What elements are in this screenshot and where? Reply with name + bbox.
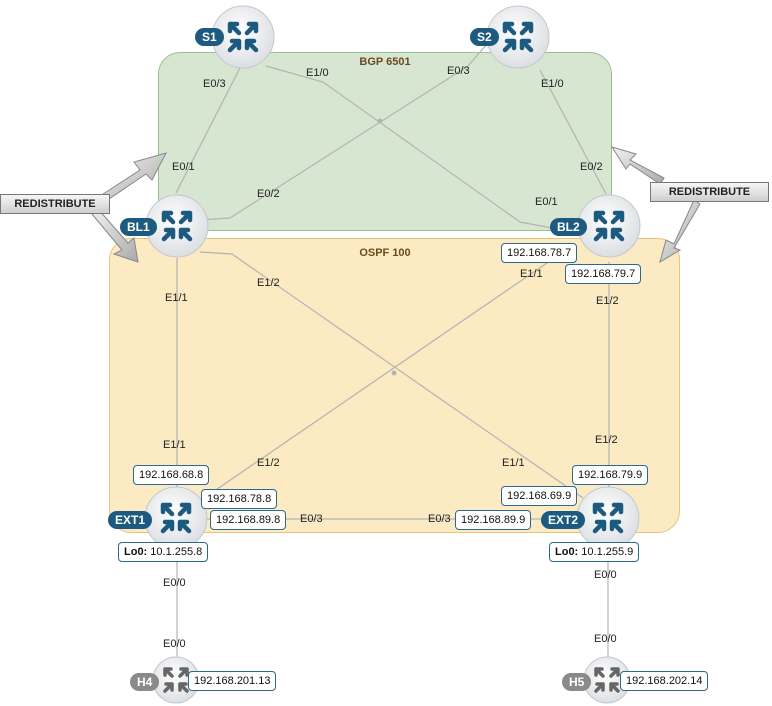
port-ext2-e00: E0/0: [594, 569, 617, 581]
bl2-router-icon[interactable]: [577, 194, 641, 258]
port-ext1-e00: E0/0: [163, 577, 186, 589]
ip-label-bl2-79-7: 192.168.79.7: [565, 264, 642, 284]
port-h4-e00: E0/0: [163, 638, 186, 650]
device-badge-s2[interactable]: S2: [470, 28, 499, 46]
ip-label-h5: 192.168.202.14: [620, 671, 709, 691]
ip-label-ext1-78-8: 192.168.78.8: [201, 489, 278, 509]
port-s2-e03: E0/3: [447, 65, 470, 77]
loopback-ip-ext2: 10.1.255.9: [581, 546, 634, 558]
ospf-area-label: OSPF 100: [359, 247, 411, 259]
link-s2-bl2: [539, 69, 607, 195]
port-s1-e10: E1/0: [306, 67, 329, 79]
port-bl1-e01: E0/1: [172, 161, 195, 173]
bgp-area-label: BGP 6501: [359, 56, 411, 68]
link-s1-bl2: [265, 65, 553, 229]
loopback-prefix-ext1: Lo0:: [124, 546, 148, 558]
device-badge-bl2[interactable]: BL2: [550, 218, 587, 236]
port-bl1-e02: E0/2: [257, 188, 280, 200]
device-badge-bl1[interactable]: BL1: [120, 218, 157, 236]
link-bl2-ext1: [209, 251, 564, 495]
loopback-ip-ext1: 10.1.255.8: [150, 546, 203, 558]
redistribute-label-right: REDISTRIBUTE: [650, 182, 769, 202]
ip-label-ext2-69-9: 192.168.69.9: [501, 486, 578, 506]
ext2-router-icon[interactable]: [576, 486, 640, 550]
bgp-area: [158, 52, 612, 231]
port-ext2-e12: E1/2: [595, 434, 618, 446]
port-s2-e10: E1/0: [541, 78, 564, 90]
ip-label-ext2-79-9: 192.168.79.9: [572, 465, 649, 485]
port-bl2-e12: E1/2: [596, 295, 619, 307]
ip-label-ext1-89-8: 192.168.89.8: [210, 510, 287, 530]
port-ext2-e11: E1/1: [502, 457, 525, 469]
link-crossing-dot-ospf: [391, 370, 397, 376]
link-bl1-ext2: [199, 251, 584, 499]
loopback-label-ext1: Lo0: 10.1.255.8: [118, 542, 209, 562]
port-bl2-e11: E1/1: [520, 268, 543, 280]
ip-label-ext2-89-9: 192.168.89.9: [455, 510, 532, 530]
link-s1-bl1: [175, 61, 244, 194]
ip-label-ext1-68-8: 192.168.68.8: [133, 465, 210, 485]
redistribute-label-left: REDISTRIBUTE: [0, 194, 110, 214]
port-bl2-e02: E0/2: [580, 161, 603, 173]
link-crossing-dot-bgp: [377, 118, 383, 124]
device-badge-h4[interactable]: H4: [130, 673, 160, 691]
redistribute-arrow-right: [610, 146, 701, 264]
port-bl2-e01: E0/1: [535, 196, 558, 208]
port-h5-e00: E0/0: [594, 633, 617, 645]
port-ext1-e12: E1/2: [257, 457, 280, 469]
port-bl1-e11: E1/1: [165, 292, 188, 304]
device-badge-s1[interactable]: S1: [195, 28, 224, 46]
loopback-prefix-ext2: Lo0:: [555, 546, 579, 558]
link-s2-bl1: [199, 43, 488, 221]
device-badge-h5[interactable]: H5: [562, 673, 592, 691]
ext1-router-icon[interactable]: [144, 486, 208, 550]
redistribute-arrow-left: [91, 152, 167, 263]
port-ext1-e03: E0/3: [300, 513, 323, 525]
ip-label-bl2-78-7: 192.168.78.7: [501, 243, 578, 263]
device-badge-ext1[interactable]: EXT1: [108, 511, 153, 529]
port-bl1-e12: E1/2: [257, 277, 280, 289]
port-ext1-e11: E1/1: [163, 439, 186, 451]
device-badge-ext2[interactable]: EXT2: [541, 511, 586, 529]
port-s1-e03: E0/3: [203, 78, 226, 90]
ip-label-h4: 192.168.201.13: [188, 671, 277, 691]
link-lines: [175, 43, 610, 660]
loopback-label-ext2: Lo0: 10.1.255.9: [549, 542, 640, 562]
port-ext2-e03: E0/3: [428, 513, 451, 525]
